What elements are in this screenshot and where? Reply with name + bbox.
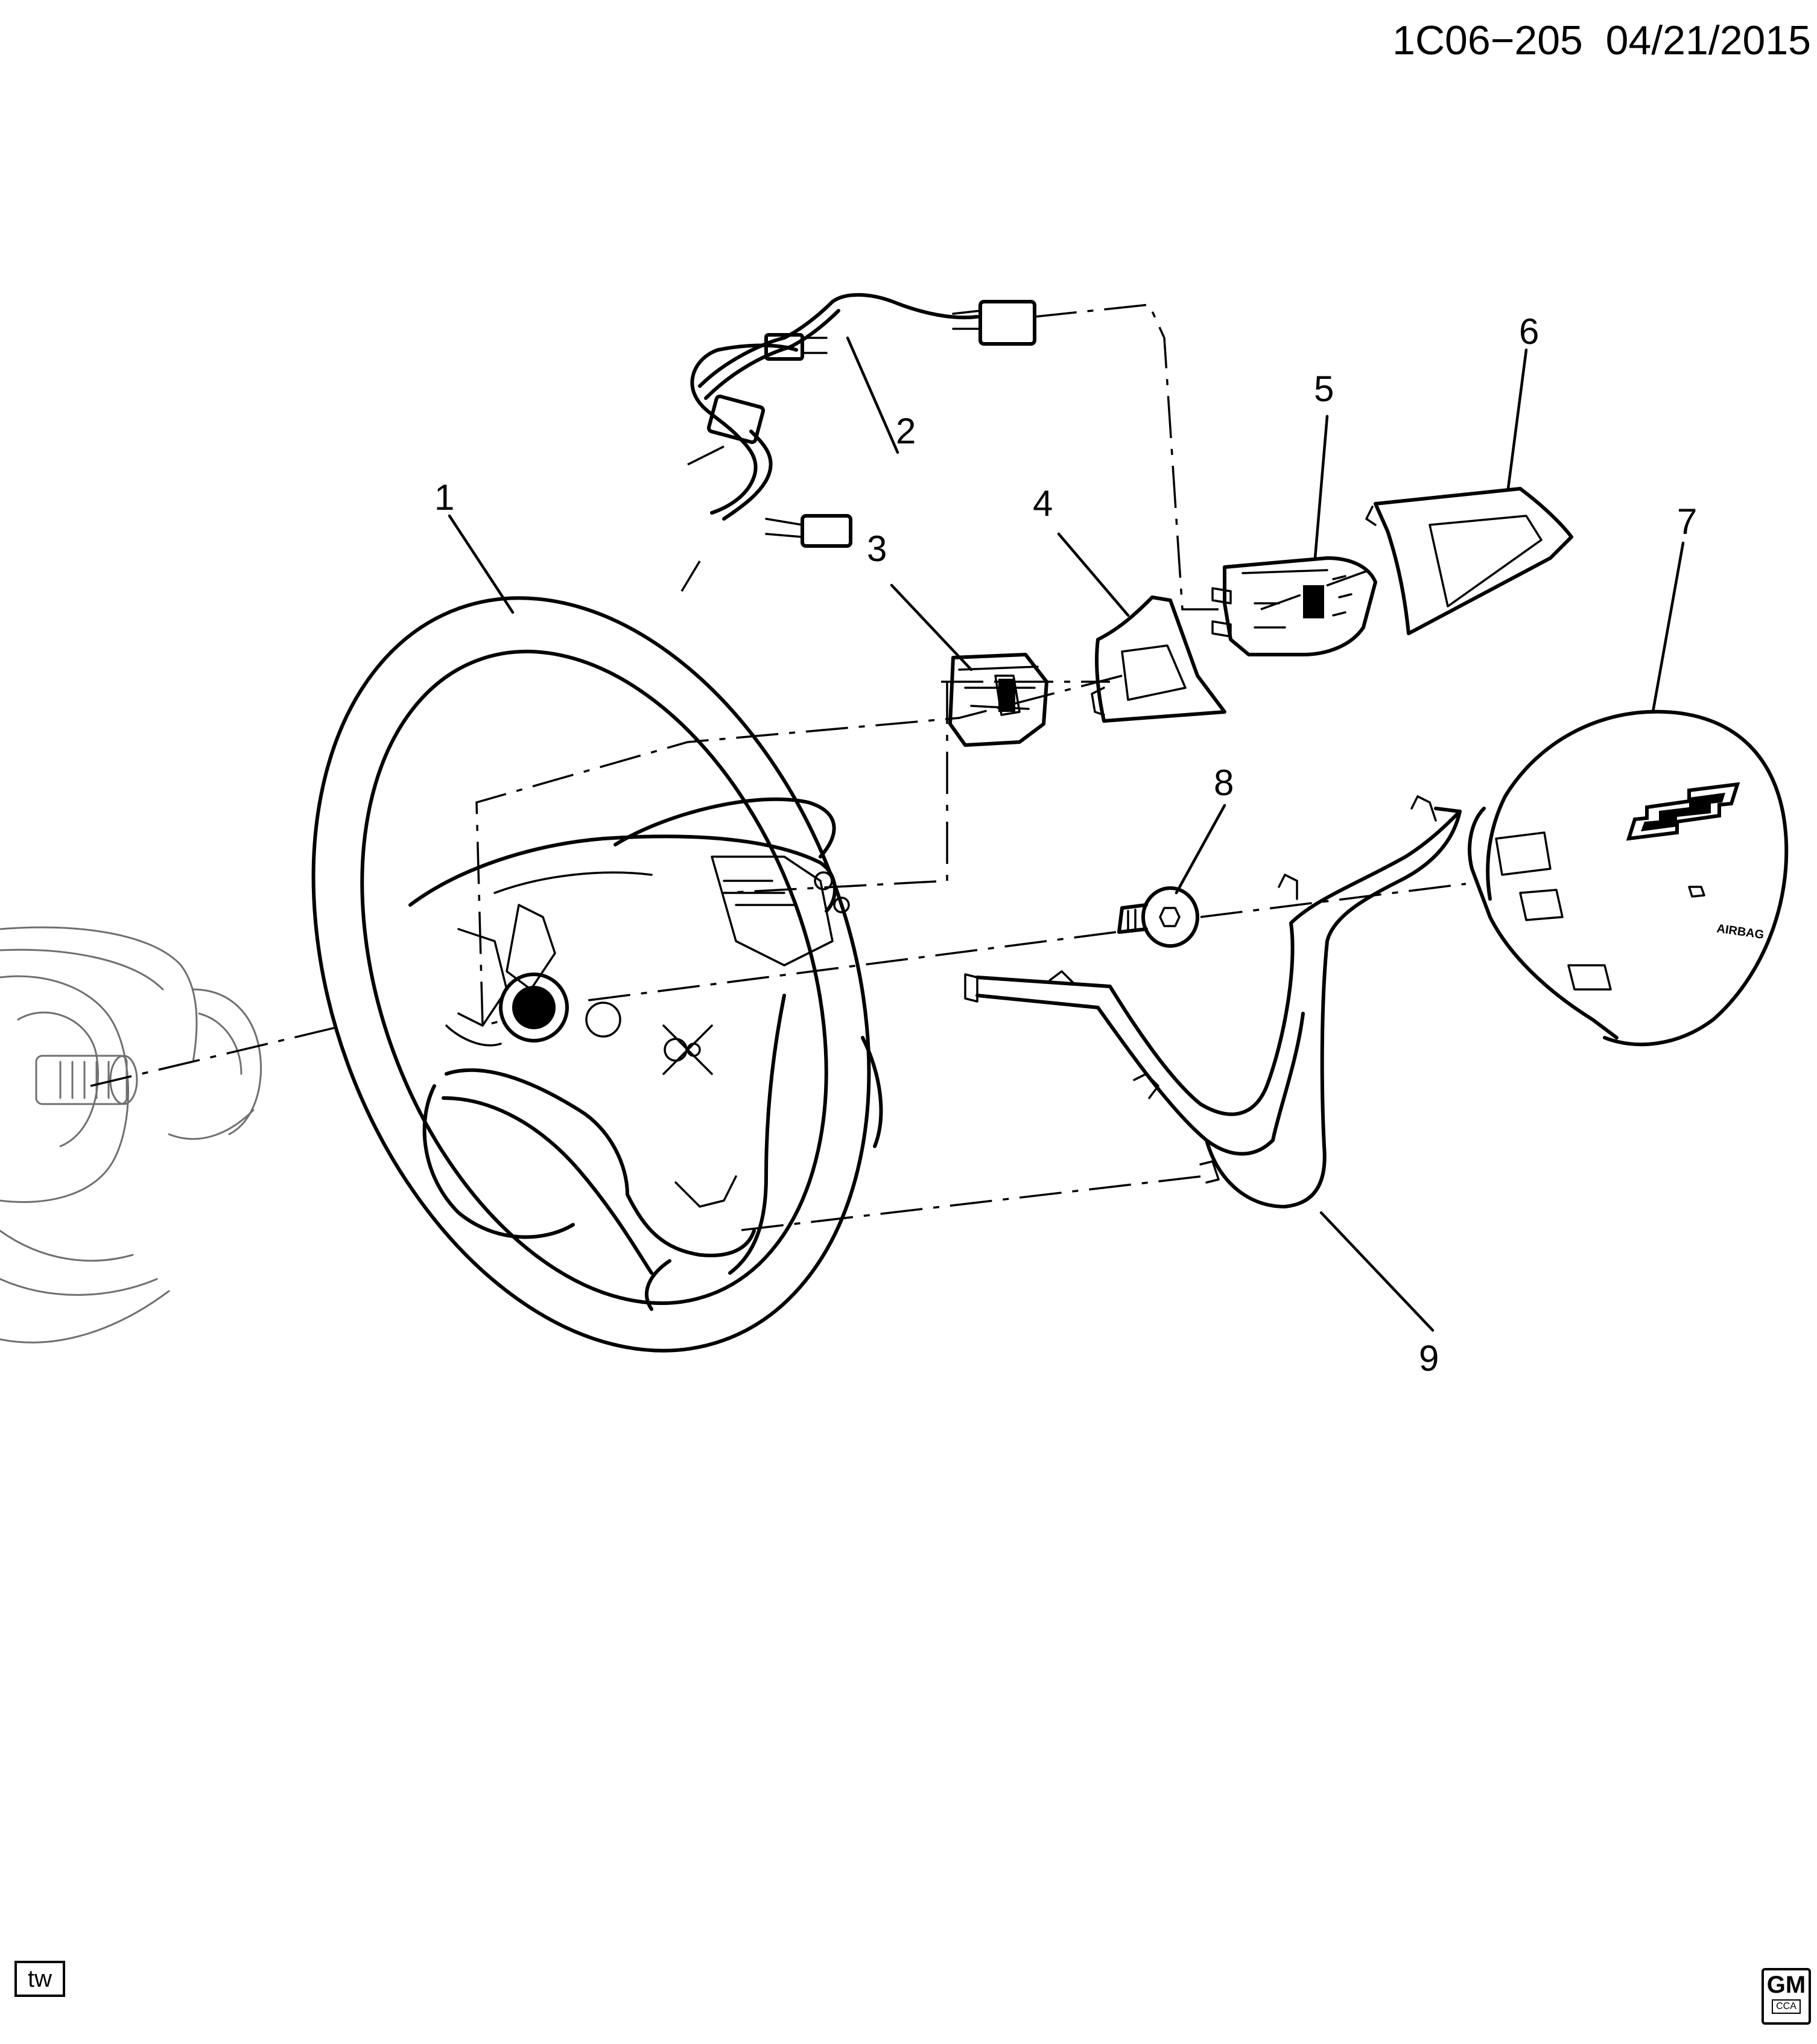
- diagram-header: 1C06−205 04/21/2015: [1392, 17, 1811, 64]
- bezel-left: [1091, 595, 1226, 723]
- assembly-lines: [90, 303, 1467, 1232]
- diagram-code: 1C06−205: [1392, 17, 1583, 63]
- airbag-label: AIRBAG: [1716, 922, 1765, 942]
- gm-logo: GM CCA: [1762, 1968, 1811, 2025]
- leader-lines: [448, 336, 1685, 1332]
- gm-logo-text: GM: [1766, 1972, 1806, 1998]
- bolt: [1117, 886, 1199, 948]
- callout-4: 4: [1033, 483, 1053, 524]
- callout-numbers: 1 2 3 4 5 6 7 8 9: [434, 311, 1697, 1379]
- tw-badge: tw: [14, 1961, 65, 1997]
- callout-2: 2: [896, 411, 916, 451]
- callout-3: 3: [867, 528, 887, 569]
- wiring-harness: [687, 293, 1036, 548]
- callout-7: 7: [1677, 501, 1697, 542]
- steering-wheel: [311, 596, 883, 1353]
- bezel-right: [1365, 487, 1573, 635]
- steering-column: [0, 926, 262, 1344]
- gm-logo-sub: CCA: [1772, 1999, 1801, 2014]
- lower-cover: [964, 795, 1462, 1208]
- callout-1: 1: [434, 477, 454, 518]
- callout-8: 8: [1214, 763, 1234, 803]
- switch-right: [1211, 556, 1377, 656]
- callout-5: 5: [1314, 369, 1334, 409]
- airbag-module: AIRBAG: [1468, 709, 1789, 1047]
- diagram-date: 04/21/2015: [1605, 17, 1811, 63]
- callout-6: 6: [1519, 311, 1539, 352]
- callout-9: 9: [1419, 1338, 1439, 1379]
